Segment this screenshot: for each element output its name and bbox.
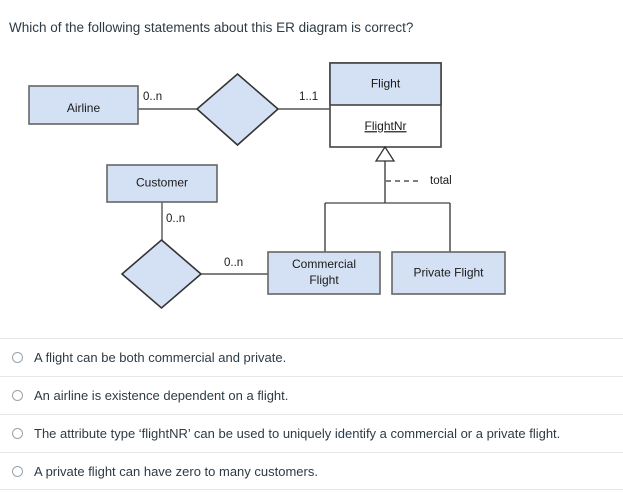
cardinality-flight-side: 1..1 [299, 91, 318, 103]
entity-commercial-flight [267, 251, 381, 295]
relationship-customer-commercial [120, 238, 203, 310]
answer-option-1[interactable]: A flight can be both commercial and priv… [0, 338, 623, 376]
er-diagram: Airline Flight FlightNr total Customer C… [0, 50, 623, 330]
radio-button-icon-1[interactable] [12, 352, 23, 363]
radio-button-icon-3[interactable] [12, 428, 23, 439]
answer-option-3[interactable]: The attribute type ‘flightNR’ can be use… [0, 414, 623, 452]
cardinality-airline-side: 0..n [143, 91, 162, 103]
entity-flight-label: Flight [371, 77, 401, 91]
entity-commercial-flight-label-line2: Flight [309, 273, 339, 287]
generalization-total-label: total [430, 175, 452, 187]
cardinality-commercial-side: 0..n [224, 257, 243, 269]
answer-option-3-label: The attribute type ‘flightNR’ can be use… [34, 426, 561, 441]
answer-option-2[interactable]: An airline is existence dependent on a f… [0, 376, 623, 414]
answer-option-2-label: An airline is existence dependent on a f… [34, 388, 289, 403]
entity-flight-attribute-flightnr: FlightNr [364, 119, 406, 133]
cardinality-customer-side: 0..n [166, 213, 185, 225]
entity-commercial-flight-label-line1: Commercial [292, 257, 356, 271]
answer-option-4[interactable]: A private flight can have zero to many c… [0, 452, 623, 490]
entity-airline [28, 85, 139, 125]
entity-flight-header [329, 62, 442, 106]
entity-private-flight [391, 251, 506, 295]
question-prompt: Which of the following statements about … [9, 20, 414, 35]
answer-options-list: A flight can be both commercial and priv… [0, 338, 623, 490]
answer-option-1-label: A flight can be both commercial and priv… [34, 350, 287, 365]
answer-option-4-label: A private flight can have zero to many c… [34, 463, 318, 479]
entity-customer-label: Customer [136, 176, 188, 190]
relationship-airline-flight [195, 72, 280, 147]
entity-customer [106, 164, 218, 203]
entity-airline-label: Airline [67, 101, 101, 115]
entity-private-flight-label: Private Flight [413, 266, 484, 280]
generalization-triangle-icon [374, 145, 396, 162]
radio-button-icon-2[interactable] [12, 390, 23, 401]
radio-button-icon-4[interactable] [12, 465, 23, 477]
